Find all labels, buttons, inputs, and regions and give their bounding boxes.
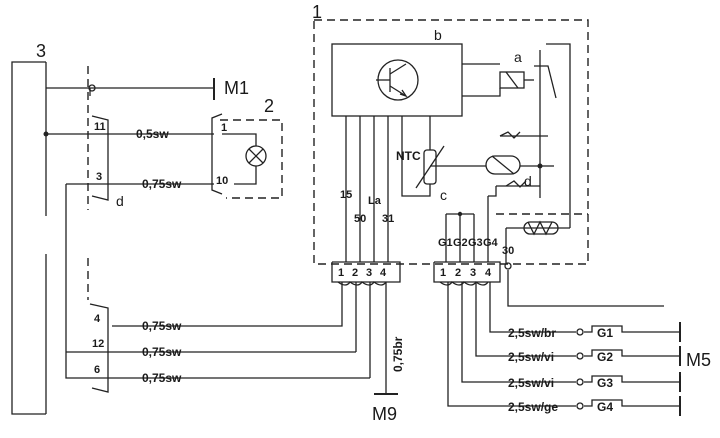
wire-pin-6 [112,282,371,379]
glow-wire-2-gauge: 2,5sw/vi [508,350,554,364]
plug-b-pin-4: 4 [485,267,492,279]
wire-pin-3 [65,183,214,379]
pin-3-label: 3 [96,171,102,183]
m9-wire [374,282,398,395]
m1-wire [46,78,215,100]
pin-30-shunt [496,213,588,264]
wire-4-gauge: 0,75sw [142,319,182,333]
pin-4-label: 4 [94,313,101,325]
pin-12-label: 12 [92,338,104,350]
label-a: a [514,49,522,65]
glow-wire-g4 [447,282,681,416]
pin-11-label: 11 [94,121,106,133]
glow-wire-4-gauge: 2,5sw/ge [508,400,558,414]
glow-plug-g2: G2 [597,350,613,364]
g1-label: G1 [438,237,453,249]
wire-3-gauge: 0,75sw [142,177,182,191]
plug-a-pin-1: 1 [338,267,344,279]
glow-wire-g1 [489,282,681,342]
pin-50-label: 50 [354,213,366,225]
unit-3-frame [11,61,47,415]
pin-31-label: 31 [382,213,394,225]
glow-plug-g1: G1 [597,326,613,340]
connector-d-label: d [116,193,124,209]
unit-1-label: 1 [312,2,322,22]
relay-a [462,50,557,110]
right-bus [496,43,571,228]
plug-b-pin-1: 1 [440,267,446,279]
lamp-pin-1: 1 [221,122,227,134]
wire-pin-4 [112,282,343,327]
pin-15-label: 15 [340,189,352,201]
wire-11-gauge: 0,5sw [136,127,169,141]
electronics-block-b [331,43,463,117]
output-lines [345,116,389,262]
m1-label: M1 [224,78,249,98]
plug-a [331,261,401,286]
wire-6-gauge: 0,75sw [142,371,182,385]
glow-wire-g2 [475,282,681,366]
unit-1-frame [313,19,589,265]
left-connector-housing [87,66,109,393]
plug-a-pin-3: 3 [366,267,372,279]
unit-2-label: 2 [264,96,274,116]
g2-label: G2 [453,237,468,249]
ntc-label: NTC [396,149,421,163]
pin-30-label: 30 [502,245,514,257]
plug-b-pin-2: 2 [455,267,461,279]
label-b: b [434,27,442,43]
glow-plug-g4: G4 [597,400,613,414]
unit-2-lamp-box [211,113,283,199]
wire-pin-12 [66,282,357,353]
plug-b-pin-3: 3 [470,267,476,279]
label-c: c [440,187,447,203]
pin-la-label: La [368,195,382,207]
g4-label: G4 [483,237,499,249]
thermal-element-d [430,155,540,175]
m5-label: M5 [686,350,711,370]
plug-a-pin-4: 4 [380,267,387,279]
glow-output-lines [445,186,497,262]
plug-b [433,261,664,307]
glow-plug-g3: G3 [597,376,613,390]
unit-3-label: 3 [36,41,46,61]
plug-a-pin-2: 2 [352,267,358,279]
glow-wire-1-gauge: 2,5sw/br [508,326,556,340]
glow-wire-3-gauge: 2,5sw/vi [508,376,554,390]
label-d: d [524,173,532,189]
lamp-pin-10: 10 [216,175,228,187]
glow-wire-g3 [461,282,681,392]
g3-label: G3 [468,237,483,249]
m9-wire-gauge: 0,75br [391,336,405,372]
wire-pin-11 [43,131,214,137]
ntc-sensor-c [401,116,445,197]
m9-label: M9 [372,404,397,424]
wire-12-gauge: 0,75sw [142,345,182,359]
pin-6-label: 6 [94,364,100,376]
